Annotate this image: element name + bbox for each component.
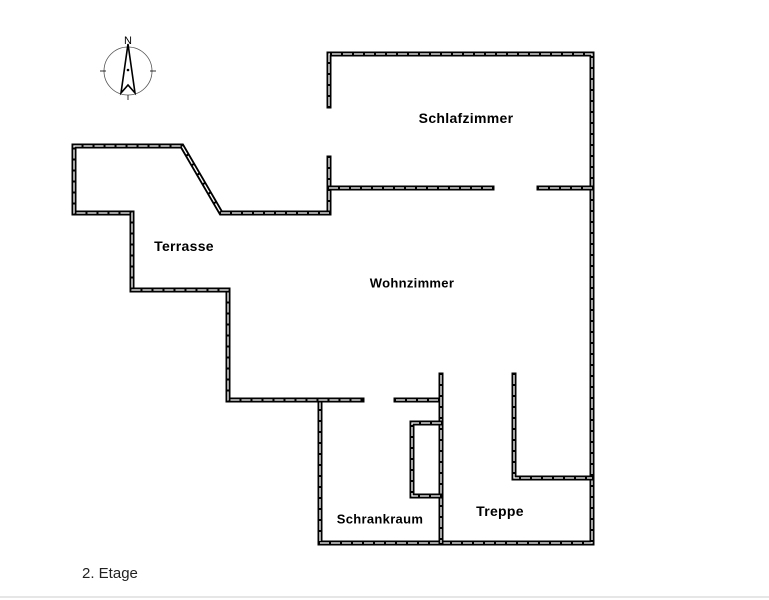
room-label-bedroom: Schlafzimmer <box>418 110 514 126</box>
room-label-terrace: Terrasse <box>154 238 214 254</box>
wall-inner-line <box>319 53 593 544</box>
north-arrow-icon <box>119 43 137 96</box>
wall-inner-line <box>73 145 362 401</box>
wall <box>317 51 595 546</box>
wall <box>71 143 365 403</box>
wall <box>511 372 595 481</box>
compass-label: N <box>124 35 132 47</box>
wall-inner-line <box>411 422 441 497</box>
wall-inner-line <box>513 375 592 479</box>
room-label-closet: Schrankraum <box>336 511 424 527</box>
floor-caption: 2. Etage <box>82 565 138 582</box>
walls <box>71 51 595 546</box>
compass: N <box>100 35 156 100</box>
room-label-stairs: Treppe <box>476 503 524 519</box>
room-label-living: Wohnzimmer <box>369 275 455 291</box>
wall <box>409 420 444 499</box>
divider <box>0 596 769 598</box>
